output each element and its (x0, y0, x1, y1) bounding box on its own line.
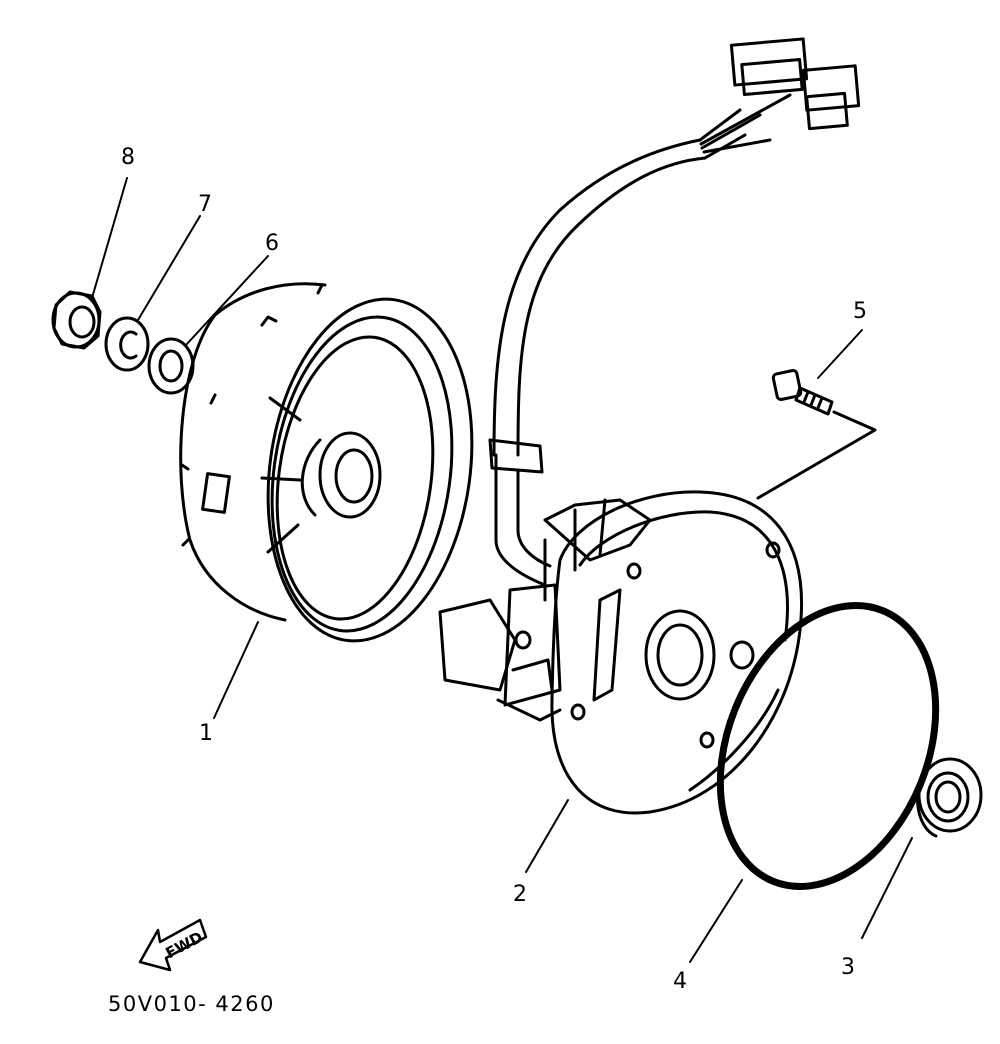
leader-lines (92, 178, 912, 962)
wire-harness (490, 39, 859, 585)
lock-washer-part (106, 318, 148, 370)
callout-3: 3 (841, 955, 855, 980)
diagram-code: 50V010- 4260 (108, 992, 275, 1016)
callout-1: 1 (199, 721, 213, 746)
callout-8: 8 (121, 145, 135, 170)
callout-7: 7 (198, 192, 212, 217)
rotor-part (181, 284, 493, 654)
nut-part (53, 292, 100, 348)
callout-4: 4 (673, 969, 687, 994)
forward-direction-arrow (140, 920, 206, 970)
callout-2: 2 (513, 882, 527, 907)
fwd-label: FWD (163, 928, 206, 962)
callout-5: 5 (853, 299, 867, 324)
stator-part (440, 492, 802, 813)
screw-part (773, 370, 832, 414)
callout-6: 6 (265, 231, 279, 256)
oil-seal-part (918, 759, 981, 836)
screw-leader (758, 412, 875, 498)
o-ring-part (681, 573, 976, 919)
